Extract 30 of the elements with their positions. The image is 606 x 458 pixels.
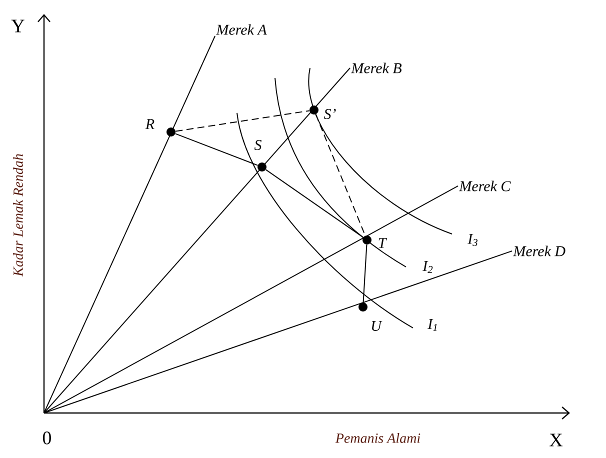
axis-label: X bbox=[550, 434, 563, 446]
axis-title: Pemanis Alami bbox=[335, 433, 420, 443]
origin-label: 0 bbox=[42, 432, 51, 444]
line-segment bbox=[44, 186, 458, 414]
brand-label: Merek A bbox=[216, 24, 267, 35]
point-label: S’ bbox=[324, 108, 336, 120]
point-dot bbox=[358, 302, 368, 312]
point-label: R bbox=[145, 119, 154, 129]
curve-label: I$_{3}$ bbox=[468, 234, 478, 246]
curve-label: I$_{1}$ bbox=[428, 319, 437, 331]
brand-label: Merek D bbox=[513, 246, 566, 256]
line-segment bbox=[44, 250, 512, 414]
dashed-line bbox=[175, 110, 310, 132]
axis-label: Y bbox=[11, 20, 24, 32]
line-segment bbox=[44, 36, 216, 414]
brand-label: Merek C bbox=[459, 180, 511, 192]
line-segment bbox=[265, 169, 364, 238]
point-label: S bbox=[254, 140, 262, 150]
point-dot bbox=[166, 128, 176, 136]
point-dot bbox=[258, 162, 266, 172]
point-label: U bbox=[372, 321, 382, 331]
brand-label: Merek B bbox=[351, 62, 402, 74]
line-segment bbox=[174, 133, 258, 166]
line-segment bbox=[44, 68, 350, 414]
curve-label: I$_{2}$ bbox=[422, 261, 433, 273]
point-label: T bbox=[378, 238, 388, 248]
axis-title: Kadar Lemak Rendah bbox=[13, 154, 23, 277]
point-dot bbox=[362, 236, 372, 244]
point-dot bbox=[310, 106, 318, 114]
line-segment bbox=[362, 244, 368, 303]
